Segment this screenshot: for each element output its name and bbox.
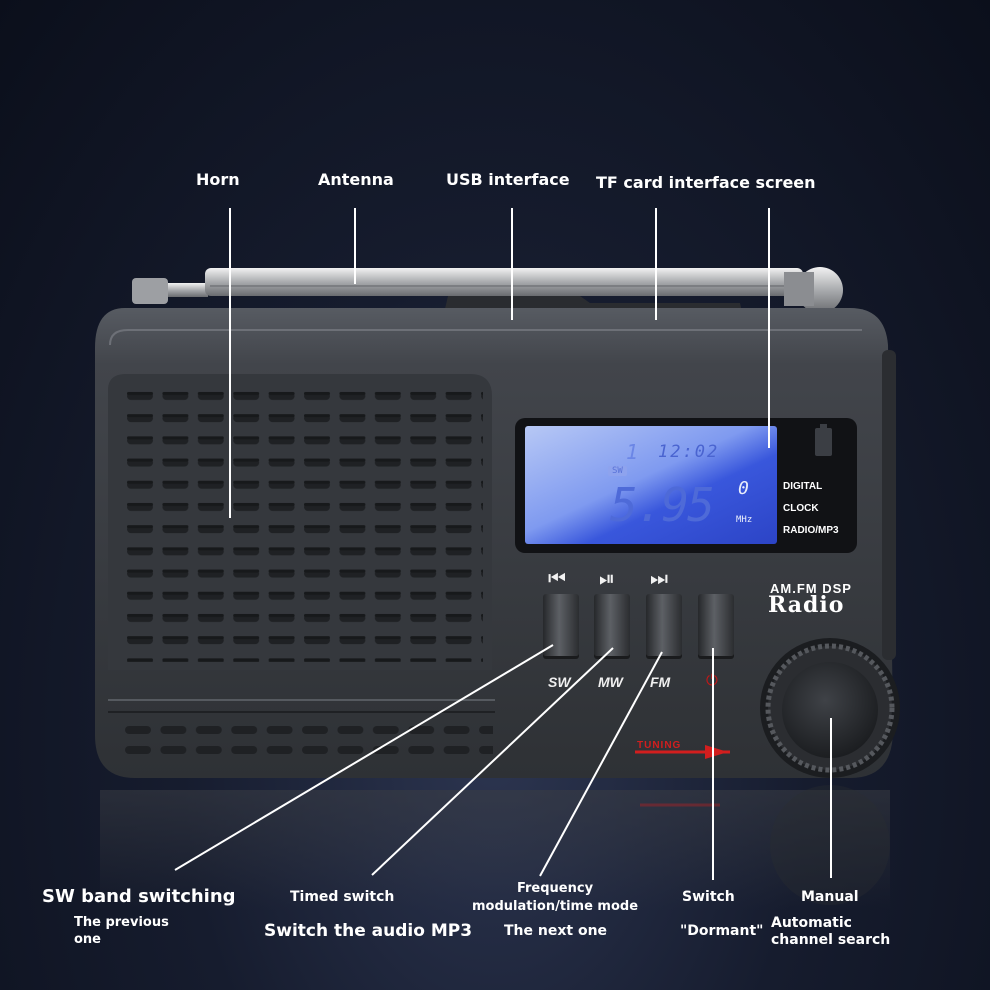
brand-name: Radio: [768, 592, 845, 618]
callout-auto-search: Automatic channel search: [771, 915, 891, 948]
mode-digital: DIGITAL: [783, 481, 823, 492]
leader-screen: [768, 208, 770, 448]
lcd-clock: 12:02: [658, 442, 720, 462]
lcd-frequency-small: 0: [738, 478, 749, 499]
mode-radio-mp3: RADIO/MP3: [783, 525, 839, 536]
callout-timed-switch: Timed switch: [290, 889, 395, 905]
power-button[interactable]: [698, 594, 734, 656]
tuning-label: TUNING: [637, 740, 682, 751]
lcd-band: SW: [608, 466, 627, 476]
play-pause-icon: ⏯: [599, 568, 615, 590]
callout-previous: The previous one: [74, 915, 169, 947]
lcd-unit: MHz: [736, 515, 753, 525]
battery-icon: [815, 428, 832, 456]
callout-antenna: Antenna: [318, 170, 394, 189]
brand-subtitle: AM.FM DSP: [770, 581, 852, 596]
sw-label: SW: [548, 674, 571, 690]
callout-sw-switching: SW band switching: [42, 886, 236, 907]
callout-tf: TF card interface screen: [596, 173, 816, 192]
fm-label: FM: [650, 674, 671, 690]
leader-antenna: [354, 208, 356, 284]
mw-label: MW: [598, 674, 623, 690]
callout-next: The next one: [504, 923, 608, 939]
callout-switch-mp3: Switch the audio MP3: [264, 921, 473, 941]
speaker-grille: [118, 386, 483, 662]
callout-switch: Switch: [682, 889, 735, 905]
lcd-frequency: 5.95: [610, 478, 715, 532]
leader-horn: [229, 208, 231, 518]
leader-tf: [655, 208, 657, 320]
tuning-knob[interactable]: [760, 638, 900, 778]
lcd-clock-prefix: 1: [626, 440, 639, 464]
fm-button[interactable]: [646, 594, 682, 656]
mw-button[interactable]: [594, 594, 630, 656]
previous-icon: ⏮: [548, 568, 566, 590]
button-row: ⏮ ⏯ ⏭ SW MW FM ⏻: [540, 568, 740, 698]
callout-dormant: "Dormant": [680, 923, 764, 939]
callout-fm-time: Frequency modulation/time mode: [471, 881, 639, 914]
leader-usb: [511, 208, 513, 320]
sw-button[interactable]: [543, 594, 579, 656]
power-icon: ⏻: [706, 672, 718, 689]
mode-clock: CLOCK: [783, 503, 819, 514]
next-icon: ⏭: [650, 568, 668, 590]
callout-manual: Manual: [801, 889, 859, 905]
lcd-screen: [525, 426, 777, 544]
callout-horn: Horn: [196, 170, 240, 189]
callout-usb: USB interface: [446, 170, 570, 189]
